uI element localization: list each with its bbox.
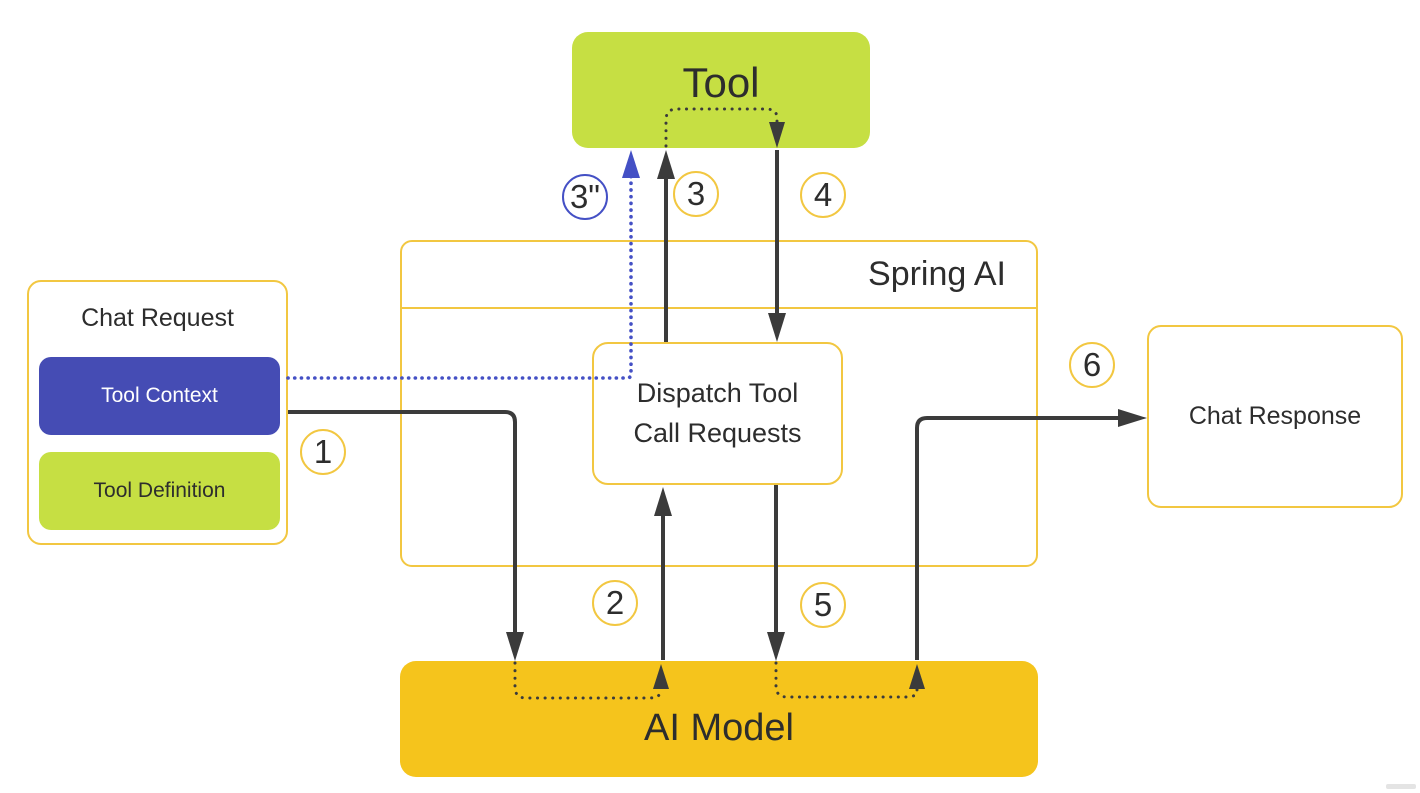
step-badge-2: 2 — [592, 580, 638, 626]
dispatch-label-line2: Call Requests — [633, 417, 802, 448]
dispatch-tool-call-box: Dispatch Tool Call Requests — [592, 342, 843, 485]
step-badge-2-label: 2 — [605, 584, 625, 621]
step-badge-3: 3 — [673, 171, 719, 217]
tool-context-label: Tool Context — [101, 384, 218, 407]
tool-definition-box: Tool Definition — [39, 452, 280, 530]
tool-definition-label: Tool Definition — [93, 479, 226, 502]
chat-response-label: Chat Response — [1188, 402, 1362, 430]
tool-box-label: Tool — [682, 59, 760, 106]
step-badge-6: 6 — [1069, 342, 1115, 388]
spring-ai-label: Spring AI — [868, 255, 1006, 293]
ai-model-label: AI Model — [644, 706, 794, 749]
step-badge-4-label: 4 — [813, 176, 833, 213]
step-badge-1-label: 1 — [313, 433, 333, 470]
step-badge-5-label: 5 — [813, 586, 833, 623]
dispatch-label-line1: Dispatch Tool — [636, 378, 799, 409]
spring-ai-header: Spring AI — [402, 242, 1036, 309]
chat-request-title: Chat Request — [81, 304, 234, 332]
step-badge-5: 5 — [800, 582, 846, 628]
step-badge-3-label: 3 — [686, 175, 706, 212]
step-badge-3-quote: 3" — [562, 174, 608, 220]
chat-request-box: Chat Request Tool Context Tool Definitio… — [27, 280, 288, 545]
watermark-mark — [1386, 784, 1416, 789]
step-badge-3-quote-label: 3" — [569, 178, 601, 215]
tool-box: Tool — [572, 32, 870, 148]
tool-context-box: Tool Context — [39, 357, 280, 435]
step-badge-4: 4 — [800, 172, 846, 218]
chat-response-box: Chat Response — [1147, 325, 1403, 508]
ai-model-box: AI Model — [400, 661, 1038, 777]
step-badge-6-label: 6 — [1082, 346, 1102, 383]
step-badge-1: 1 — [300, 429, 346, 475]
